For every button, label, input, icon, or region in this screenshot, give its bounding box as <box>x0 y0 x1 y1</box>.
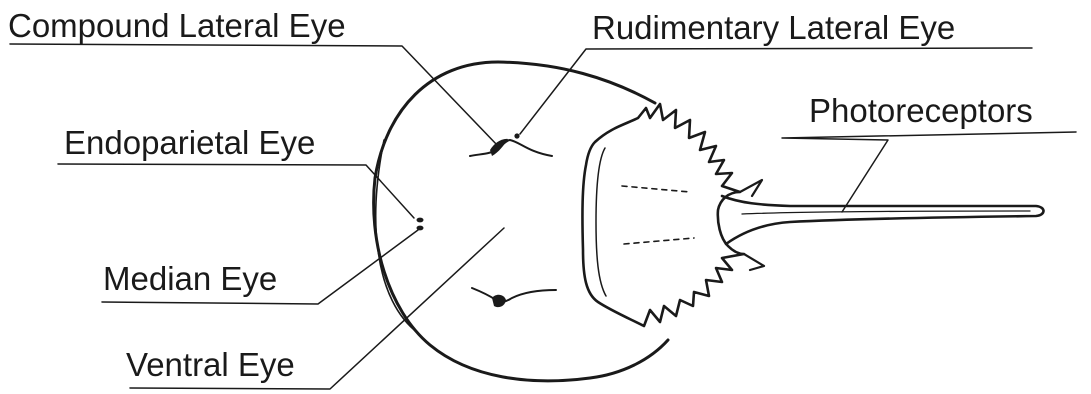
abdomen-dashes-lower <box>624 238 694 244</box>
marginal-spine-upper <box>740 180 762 196</box>
opisthosoma-inner-margin <box>596 148 606 296</box>
label-rudimentary-lateral-eye: Rudimentary Lateral Eye <box>592 11 955 44</box>
endoparietal-eye-dot <box>417 218 424 223</box>
label-median-eye: Median Eye <box>103 262 277 295</box>
opisthosoma-outline <box>582 104 744 326</box>
abdomen-dashes-upper <box>622 186 690 192</box>
telson-ridge <box>742 211 1030 214</box>
telson <box>722 196 1044 244</box>
compound-lateral-eye-lower-mark <box>492 295 506 307</box>
label-endoparietal-eye: Endoparietal Eye <box>64 126 315 159</box>
label-compound-lateral-eye: Compound Lateral Eye <box>8 9 346 42</box>
compound-lateral-eye-ridge-upper <box>470 140 552 156</box>
label-ventral-eye: Ventral Eye <box>126 348 295 381</box>
marginal-spine-lower <box>744 254 764 270</box>
rudimentary-lateral-eye-dot <box>514 133 519 138</box>
leader-photoreceptors <box>782 132 1076 212</box>
leader-endoparietal-eye <box>58 164 414 218</box>
label-photoreceptors: Photoreceptors <box>809 94 1033 127</box>
compound-lateral-eye-ridge-lower <box>472 288 556 302</box>
